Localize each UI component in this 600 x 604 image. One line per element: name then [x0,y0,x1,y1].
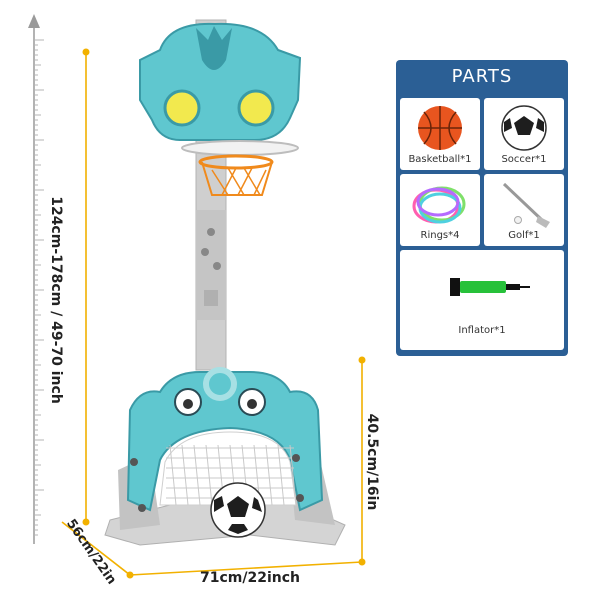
soccer-goal [126,367,324,512]
dimension-lines [61,48,366,579]
arrow-up-icon [28,14,40,28]
part-card-golf: Golf*1 [484,174,564,246]
basketball-hoop [181,140,299,196]
ring-toss-ring [203,367,237,401]
soccer-ball-icon [501,105,547,151]
parts-title: PARTS [451,66,513,87]
goal-height-label: 40.5cm/16in [364,413,380,511]
part-label: Basketball*1 [408,154,472,165]
golf-club-icon [502,182,550,228]
height-ruler [28,14,44,544]
soccer-ball [210,482,266,538]
part-label: Inflator*1 [458,325,506,336]
parts-panel: PARTS Basketball*1 Soccer*1 Rings*4 [396,60,568,356]
part-card-inflator: Inflator*1 [400,250,564,350]
part-card-rings: Rings*4 [400,174,480,246]
part-label: Golf*1 [508,230,540,241]
rings-icon [412,186,466,224]
part-label: Rings*4 [420,230,460,241]
part-label: Soccer*1 [501,154,547,165]
basketball-icon [418,106,462,150]
width-label: 71cm/22inch [200,570,300,586]
part-card-basketball: Basketball*1 [400,98,480,170]
height-range-label: 124cm-178cm / 49-70 inch [48,196,64,404]
backboard [139,22,302,141]
part-card-soccer: Soccer*1 [484,98,564,170]
inflator-pump-icon [450,278,530,296]
